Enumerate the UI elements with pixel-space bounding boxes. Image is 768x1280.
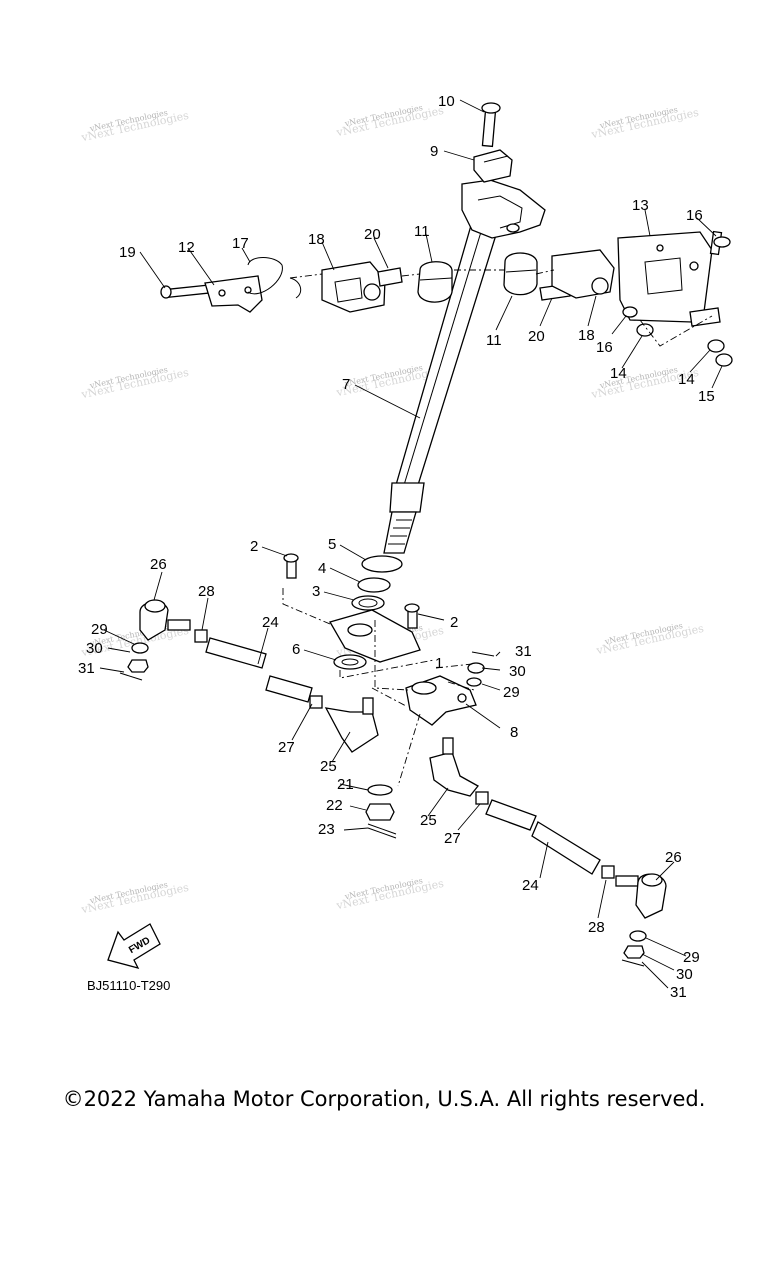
- callout-23: 23: [318, 821, 335, 838]
- callout-29: 29: [683, 949, 700, 966]
- callout-30: 30: [676, 966, 693, 983]
- callout-28: 28: [198, 583, 215, 600]
- callout-16: 16: [686, 207, 703, 224]
- callout-1: 1: [435, 655, 443, 672]
- diagram-code: BJ51110-T290: [87, 978, 171, 993]
- watermark: vNext Technologies vNext Technologies: [594, 621, 705, 657]
- callout-29: 29: [503, 684, 520, 701]
- copyright-notice: ©2022 Yamaha Motor Corporation, U.S.A. A…: [62, 1087, 706, 1111]
- callout-24: 24: [262, 614, 279, 631]
- callout-17: 17: [232, 235, 249, 252]
- callout-25: 25: [420, 812, 437, 829]
- callout-27: 27: [278, 739, 295, 756]
- callout-9: 9: [430, 143, 438, 160]
- callout-11: 11: [414, 223, 430, 240]
- steering-column: [383, 221, 501, 554]
- callout-20: 20: [364, 226, 381, 243]
- callout-6: 6: [292, 641, 300, 658]
- callout-31: 31: [78, 660, 95, 677]
- bracket-bolts: [283, 553, 420, 629]
- watermark: vNext Technologies vNext Technologies: [334, 103, 445, 139]
- right-bracket-assembly: [503, 230, 733, 367]
- callout-22: 22: [326, 797, 343, 814]
- callout-2: 2: [250, 538, 258, 555]
- callout-20: 20: [528, 328, 545, 345]
- callout-18: 18: [578, 327, 595, 344]
- callout-26: 26: [150, 556, 167, 573]
- clamp-bolt: [481, 102, 501, 148]
- left-tie-rod-assembly: [119, 599, 379, 753]
- callout-26: 26: [665, 849, 682, 866]
- watermark: vNext Technologies vNext Technologies: [334, 876, 445, 912]
- callout-25: 25: [320, 758, 337, 775]
- right-tie-rod-assembly: [429, 651, 667, 967]
- fwd-arrow-icon: FWD: [107, 923, 161, 969]
- callout-16: 16: [596, 339, 613, 356]
- callout-29: 29: [91, 621, 108, 638]
- callout-30: 30: [86, 640, 103, 657]
- watermark: vNext Technologies vNext Technologies: [79, 108, 190, 144]
- callout-11: 11: [486, 332, 502, 349]
- callout-15: 15: [698, 388, 715, 405]
- callouts: 1 2 2 3 4 5 6 7 8 9 10 11 11 12 13 14 14…: [78, 93, 715, 1001]
- column-bearing-parts: [351, 555, 403, 611]
- watermark: vNext Technologies vNext Technologies: [79, 880, 190, 916]
- watermark: vNext Technologies vNext Technologies: [79, 365, 190, 401]
- callout-27: 27: [444, 830, 461, 847]
- callout-24: 24: [522, 877, 539, 894]
- callout-13: 13: [632, 197, 649, 214]
- column-upper-bracket: [461, 179, 546, 239]
- callout-30: 30: [509, 663, 526, 680]
- callout-12: 12: [178, 239, 195, 256]
- callout-7: 7: [342, 376, 350, 393]
- callout-14: 14: [610, 365, 627, 382]
- callout-31: 31: [670, 984, 687, 1001]
- pitman-arm: [405, 675, 477, 726]
- lower-hardware: [365, 784, 397, 839]
- callout-18: 18: [308, 231, 325, 248]
- callout-4: 4: [318, 560, 326, 577]
- callout-8: 8: [510, 724, 518, 741]
- callout-19: 19: [119, 244, 136, 261]
- callout-10: 10: [438, 93, 455, 110]
- left-bracket-assembly: [160, 257, 453, 313]
- leader-lines: [99, 99, 723, 989]
- callout-5: 5: [328, 536, 336, 553]
- callout-28: 28: [588, 919, 605, 936]
- callout-31: 31: [515, 643, 532, 660]
- callout-2: 2: [450, 614, 458, 631]
- callout-14: 14: [678, 371, 695, 388]
- callout-21: 21: [337, 776, 354, 793]
- watermark: vNext Technologies vNext Technologies: [589, 105, 700, 141]
- upper-clamp: [473, 149, 513, 183]
- callout-3: 3: [312, 583, 320, 600]
